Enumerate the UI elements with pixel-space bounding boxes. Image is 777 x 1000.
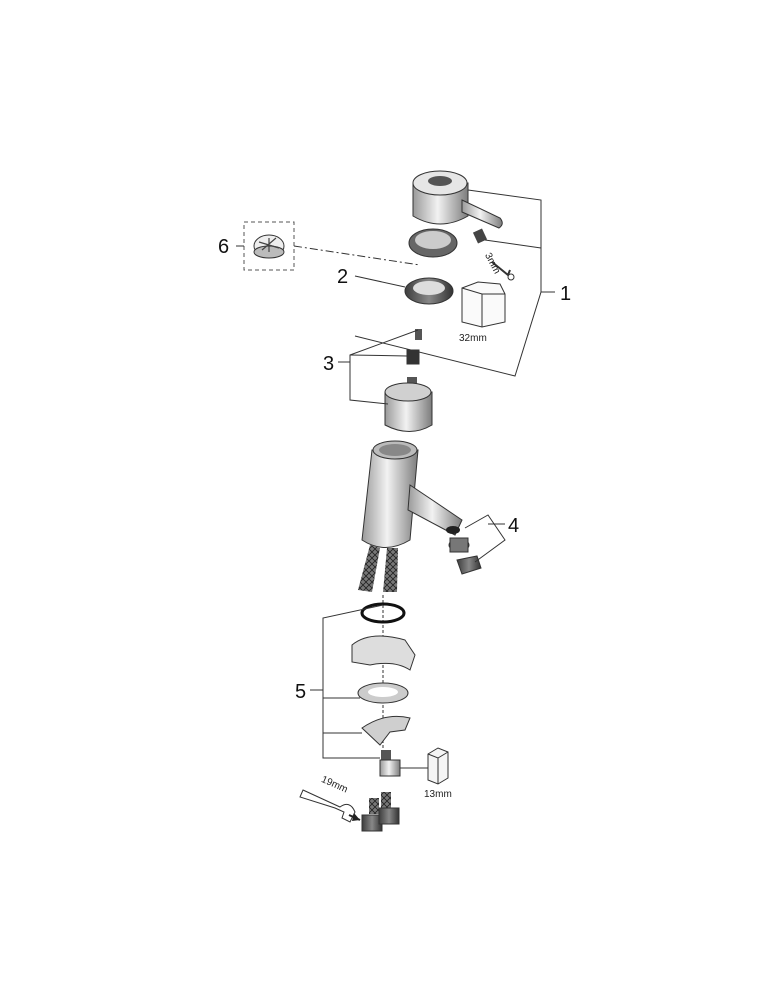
bracket-5 — [322, 604, 384, 759]
wrench-19mm-icon — [299, 789, 356, 823]
callout-2: 2 — [337, 266, 348, 288]
hose-right — [383, 548, 398, 592]
callout-3: 3 — [323, 353, 334, 375]
socket-32mm-icon — [461, 281, 506, 328]
dim-13mm: 13mm — [424, 789, 452, 800]
handle-ring — [408, 228, 458, 258]
hex-key-icon — [491, 261, 515, 281]
bracket-4 — [464, 514, 506, 563]
leader-6-dashdot — [293, 245, 421, 266]
hose-left — [358, 545, 380, 592]
gasket — [351, 635, 416, 671]
part-4-aerator — [446, 526, 482, 575]
bracket-1-tick — [484, 239, 542, 249]
part-3-cartridge — [384, 377, 433, 432]
bracket-3-tick — [349, 354, 408, 357]
callout-5: 5 — [295, 681, 306, 703]
threaded-fitting — [379, 750, 401, 777]
hose-connectors — [361, 792, 400, 832]
dim-32mm: 32mm — [459, 333, 487, 344]
dim-19mm: 19mm — [319, 774, 349, 795]
leader-2 — [354, 275, 406, 288]
o-ring — [360, 602, 406, 624]
washer — [357, 682, 409, 704]
arrowhead-icon — [352, 813, 360, 821]
part-6-cap — [243, 221, 295, 271]
socket-13mm-icon — [427, 747, 449, 785]
callout-6: 6 — [218, 236, 229, 258]
callout-4: 4 — [508, 515, 519, 537]
grub-screw — [472, 228, 488, 244]
bracket-3 — [349, 329, 419, 405]
small-screw — [415, 329, 422, 340]
callout-1: 1 — [560, 283, 571, 305]
faucet-body — [361, 440, 463, 548]
dim-3mm: 3mm — [482, 251, 502, 276]
part-2-nut — [404, 277, 454, 305]
part-1-handle — [412, 170, 503, 229]
horseshoe-plate — [361, 715, 411, 746]
adapter — [406, 349, 420, 365]
